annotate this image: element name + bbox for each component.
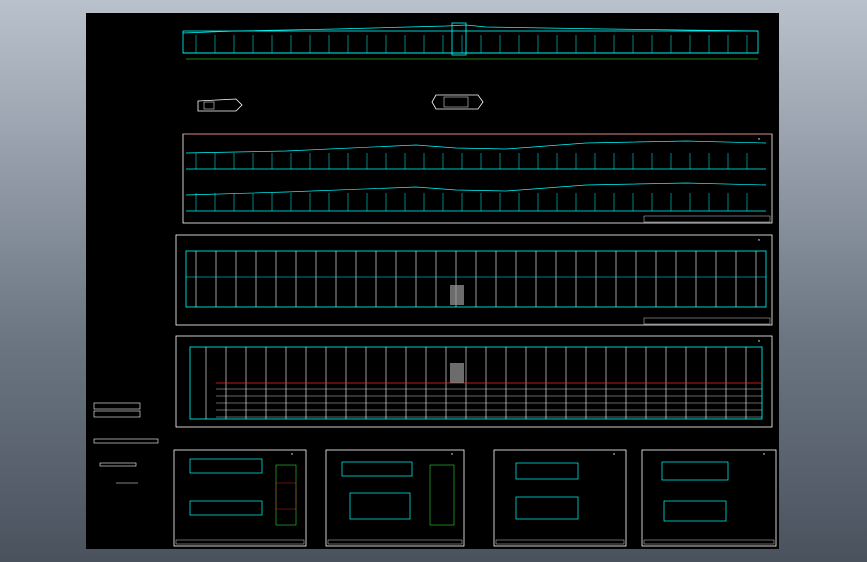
detail-table-red [275,482,297,510]
sheet-frame [641,449,777,547]
detail-lower [189,500,263,516]
sheet-frame [493,449,627,547]
section-detail-4 [99,462,137,467]
section-symbol-left [197,98,243,112]
section-detail-2 [93,410,141,418]
sheet-1[interactable]: H [182,133,773,224]
sheet-1-stiffeners [195,153,748,211]
sheet-stamp: H [613,452,615,456]
title-block [643,215,771,223]
sheet-stamp: H [758,238,760,242]
detail-sheet-1[interactable]: H [173,449,307,547]
title-block [495,539,625,545]
section-detail-3 [93,438,159,444]
sheet-frame [175,335,773,428]
section-symbol-right-inner [443,96,469,108]
sheet-frame [175,234,773,326]
title-block [175,539,305,545]
detail-lower [515,496,579,520]
sheet-stamp: H [758,339,760,343]
title-block [643,317,771,325]
title-block [643,539,775,545]
detail-upper [515,462,579,480]
midspan-block [451,22,467,56]
plan-grid [186,251,766,307]
top-beam-elevation[interactable] [182,22,759,60]
sheet-stamp: H [451,452,453,456]
section-symbol-left-inner [203,101,215,110]
detail-sheet-2[interactable]: H [325,449,465,547]
beam-top-profile [182,24,759,34]
detail-table [429,464,455,526]
sheet-stamp: H [291,452,293,456]
drawing-viewport[interactable]: H H H H [86,13,779,549]
detail-table [275,464,297,526]
sheet-stamp: H [758,137,760,141]
model-space-canvas[interactable]: H H H H [86,13,779,549]
detail-sheet-4[interactable]: H [641,449,777,547]
beam-outline [182,30,759,54]
sheet-stamp: H [763,452,765,456]
detail-sheets[interactable]: H H H H [173,449,777,547]
title-block [327,539,463,545]
sheet-frame [173,449,307,547]
detail-upper [661,461,729,481]
beam-profile-upper [185,140,767,154]
sheet-3[interactable]: H [175,335,773,428]
sheet-frame [182,133,773,224]
beam-profile-lower [185,182,767,196]
detail-upper [189,458,263,474]
detail-sheet-3[interactable]: H [493,449,627,547]
detail-upper [341,461,413,477]
section-detail-1 [93,402,141,410]
sheet-frame [325,449,465,547]
plan-center-block [450,363,464,383]
detail-lower [663,500,727,522]
sheet-2[interactable]: H [175,234,773,326]
section-symbol-right [431,94,484,110]
plan-center-block [450,285,464,305]
section-symbols[interactable] [197,94,484,112]
left-section-details[interactable] [93,402,159,484]
detail-lower [349,492,411,520]
beam-stiffeners [195,35,748,53]
